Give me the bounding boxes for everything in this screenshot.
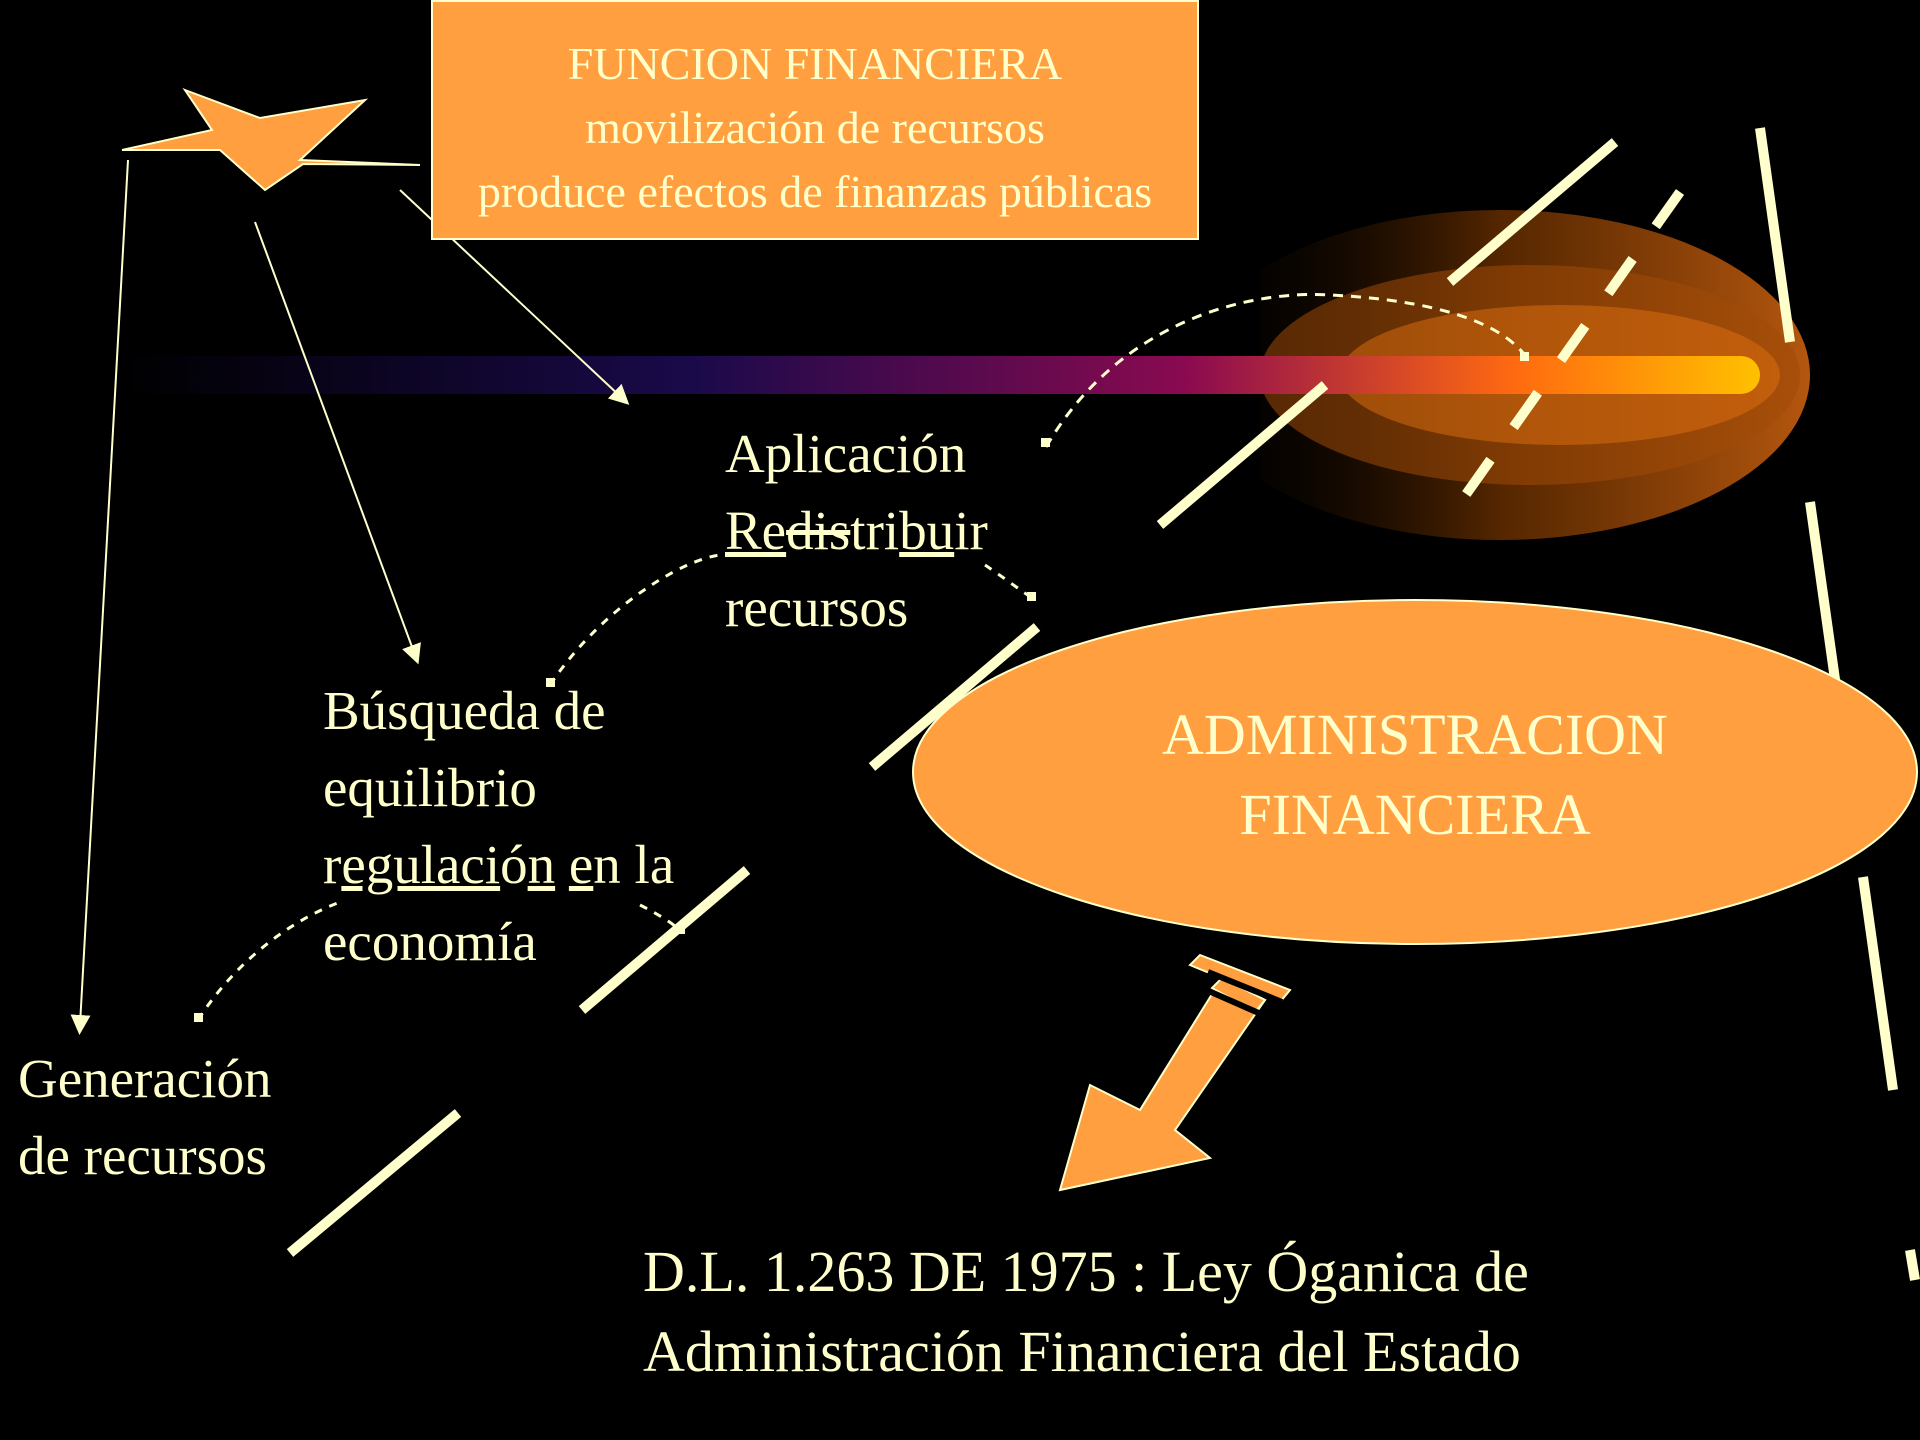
aplicacion-bu: bu: [899, 500, 955, 561]
busqueda-label: Búsqueda de equilibrio regulación en la …: [323, 672, 674, 980]
title-line1: FUNCION FINANCIERA: [567, 38, 1063, 89]
busqueda-line1: Búsqueda de: [323, 680, 606, 741]
admin-ellipse: [912, 599, 1918, 945]
aplicacion-re: Re: [725, 500, 787, 561]
generacion-line2: de recursos: [18, 1125, 267, 1186]
title-line2: movilización de recursos: [585, 102, 1045, 153]
dashed-curve-end-marker: [194, 1013, 203, 1022]
busqueda-line4: economía: [323, 911, 537, 972]
dashed-curve-aplicacion-comet: [1044, 293, 1529, 448]
big-down-arrow-icon: [1058, 953, 1292, 1192]
busqueda-e: e: [568, 834, 594, 895]
dashed-diagonal-stroke: [1457, 189, 1685, 503]
busqueda-r: r: [323, 834, 342, 895]
law-line2: Administración Financiera del Estado: [643, 1319, 1521, 1384]
dashed-curve-end-marker: [1520, 352, 1529, 361]
busqueda-line2: equilibrio: [323, 757, 537, 818]
dashed-curve-end-marker: [1027, 592, 1036, 601]
admin-financiera-label: ADMINISTRACION FINANCIERA: [1050, 695, 1780, 855]
busqueda-line3: regulación en la: [323, 826, 674, 903]
aplicacion-ir: ir: [954, 500, 988, 561]
arrow-to-generacion: [70, 159, 129, 1035]
busqueda-n: n: [527, 834, 556, 895]
aplicacion-dis: dis: [786, 500, 851, 561]
aplicacion-line1: Aplicación: [725, 423, 967, 484]
busqueda-rest: n la: [593, 834, 675, 895]
aplicacion-line2: Redistribuir: [725, 492, 988, 569]
busqueda-egulaci: egulaci: [341, 834, 501, 895]
aplicacion-tri: tri: [850, 500, 900, 561]
law-line1: D.L. 1.263 DE 1975 : Ley Óganica de: [643, 1239, 1529, 1304]
aplicacion-line3: recursos: [725, 577, 909, 638]
dashed-curve-end-marker: [1041, 438, 1050, 447]
generacion-label: Generación de recursos: [18, 1040, 271, 1194]
arrow-to-busqueda: [254, 221, 421, 665]
dashed-curve-end-marker: [546, 678, 555, 687]
aplicacion-label: Aplicación Redistribuir recursos: [725, 415, 988, 646]
law-label: D.L. 1.263 DE 1975 : Ley Óganica de Admi…: [643, 1232, 1529, 1392]
funcion-financiera-box: FUNCION FINANCIERA movilización de recur…: [431, 0, 1199, 240]
admin-line1: ADMINISTRACION: [1162, 702, 1668, 767]
generacion-line1: Generación: [18, 1048, 272, 1109]
busqueda-o: ó: [500, 834, 528, 895]
comet-beam: [120, 356, 1760, 394]
admin-line2: FINANCIERA: [1239, 782, 1591, 847]
title-line3: produce efectos de finanzas públicas: [477, 166, 1153, 217]
star-icon: [121, 87, 421, 192]
dashed-curve-generacion-busqueda: [196, 900, 684, 1021]
busqueda-space: [555, 834, 569, 895]
